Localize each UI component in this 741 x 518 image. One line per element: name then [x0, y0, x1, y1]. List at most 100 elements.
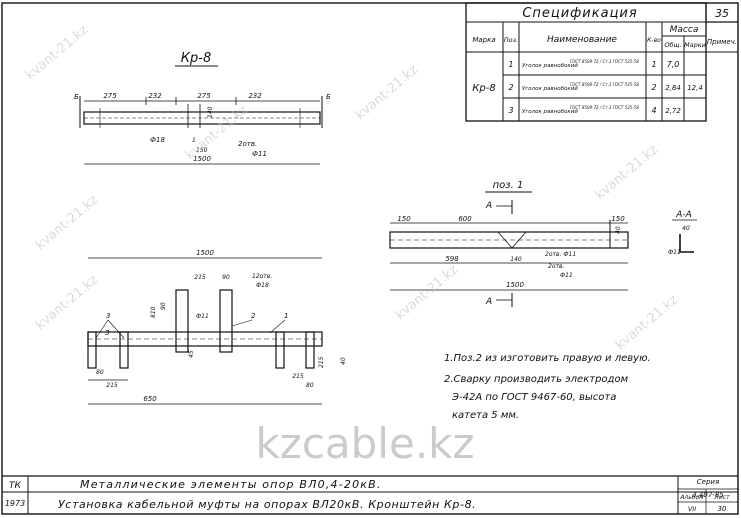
front-label-2: 2: [251, 312, 256, 320]
spec-row-std: ГОСТ 8509-72 / Ст.3 ГОСТ 535-58: [570, 105, 639, 110]
section-mark-right: Б: [326, 93, 331, 101]
pos1-dim-1500: 1500: [506, 281, 524, 289]
spec-row-name: Уголок равнобокий: [522, 109, 578, 115]
note-line: Э-42А по ГОСТ 9467-60, высота: [451, 392, 616, 403]
top-dim-232a: 232: [148, 92, 162, 100]
top-view: Кр-8 Б Б 275 232 275 232 140 Ф18 1 150 2…: [74, 51, 331, 165]
top-label-140: 140: [207, 106, 214, 118]
section-aa-title: А-А: [675, 210, 692, 220]
spec-row-qty: 1: [651, 60, 656, 69]
front-label-3-bottom: 3: [105, 329, 109, 337]
spec-row-poz: 2: [508, 83, 513, 92]
front-dim-1500: 1500: [196, 249, 214, 257]
spec-row-mass: 7,0: [667, 60, 680, 69]
spec-header-mass-total: Общ.: [664, 41, 681, 49]
top-label-150: 150: [196, 147, 208, 154]
watermark-repeat: kvant-21.kz kvant-21.kz kvant-21.kz kvan…: [23, 22, 681, 353]
top-label-f18: Ф18: [150, 136, 165, 144]
seria-value: 3.407-85: [692, 491, 724, 499]
watermark-text: kvant-21.kz: [393, 262, 461, 323]
section-aa-f11: Ф11: [668, 249, 681, 256]
top-dim-1500: 1500: [193, 155, 211, 163]
seria-label: Серия: [697, 478, 719, 486]
specification-table: [465, 2, 739, 122]
spec-mark-mass: 12,4: [687, 84, 703, 92]
pos1-title: поз. 1: [493, 180, 524, 191]
spec-row-name: Уголок равнобокий: [522, 86, 578, 92]
spec-header-qty: К-во: [647, 37, 661, 44]
pos1-label-2otv-f11: 2отв. Ф11: [545, 251, 576, 258]
list-value: 30: [718, 505, 727, 513]
notes: 1.Поз.2 из изготовить правую и левую. 2.…: [444, 353, 651, 421]
top-view-title: Кр-8: [181, 51, 211, 66]
title-line-2: Установка кабельной муфты на опорах ВЛ20…: [58, 498, 476, 511]
front-dim-215b: 215: [106, 382, 118, 389]
pos1-dim-40: 40: [615, 226, 622, 234]
top-label-1: 1: [192, 137, 196, 144]
watermark-text: kvant-21.kz: [353, 62, 421, 123]
spec-header-mass: Масса: [670, 25, 699, 35]
spec-row-poz: 1: [508, 60, 513, 69]
spec-header-poz: Поз.: [504, 36, 518, 44]
pos1-dim-150b: 150: [611, 215, 625, 223]
front-dim-80b: 80: [306, 382, 314, 389]
front-dim-90b: 90: [160, 302, 167, 310]
spec-header-note: Примеч.: [707, 38, 737, 46]
album-label: Альбом: [679, 494, 704, 501]
spec-mark: Кр-8: [472, 83, 495, 94]
pos1-dim-600: 600: [458, 215, 472, 223]
watermark-text: kvant-21.kz: [23, 22, 91, 83]
spec-row-poz: 3: [508, 106, 513, 115]
top-label-f11: Ф11: [252, 150, 267, 158]
front-dim-90a: 90: [222, 274, 230, 281]
pos1-section-mark-bottom: А: [485, 297, 492, 307]
section-aa: А-А 40 Ф11: [668, 210, 697, 256]
section-aa-dim-40: 40: [682, 225, 690, 232]
spec-row-name: Уголок равнобокий: [522, 63, 578, 69]
note-line: катета 5 мм.: [452, 410, 519, 421]
pos1-section-mark-top: А: [485, 201, 492, 211]
front-dim-40: 45: [188, 350, 195, 358]
watermark-main: kzcable.kz: [255, 419, 474, 468]
title-year: 1973: [5, 499, 25, 508]
spec-row-mass: 2,84: [665, 84, 681, 92]
front-dim-215c: 215: [292, 373, 304, 380]
front-view: 1500 215 90 12отв. Ф18 810 90 Ф11 45 3 2…: [87, 249, 347, 405]
list-label: Лист: [713, 494, 730, 501]
spec-row-std: ГОСТ 8509-72 / Ст.3 ГОСТ 535-58: [570, 82, 639, 87]
pos1-label-f11: Ф11: [560, 272, 573, 279]
watermark-text: kvant-21.kz: [33, 272, 101, 333]
front-dim-810: 810: [150, 306, 157, 318]
pos1-label-2otv: 2отв.: [548, 263, 565, 270]
spec-header-mass-mark: Марки: [684, 41, 706, 49]
top-dim-275b: 275: [197, 92, 211, 100]
pos1-dim-598: 598: [445, 255, 459, 263]
spec-row-qty: 4: [651, 106, 656, 115]
front-label-12otv: 12отв.: [252, 273, 272, 280]
spec-row-mass: 2,72: [665, 107, 681, 115]
spec-row-std: ГОСТ 8509-72 / Ст.3 ГОСТ 535-58: [570, 59, 639, 64]
watermark-text: kvant-21.kz: [613, 292, 681, 353]
front-label-f18: Ф18: [256, 282, 269, 289]
front-dim-45: 215: [318, 356, 325, 368]
spec-header-name: Наименование: [547, 35, 617, 45]
album-value: VII: [688, 505, 696, 513]
spec-title: Спецификация: [522, 6, 637, 21]
section-mark-left: Б: [74, 93, 79, 101]
front-dim-180: 40: [340, 357, 347, 365]
front-dim-650: 650: [143, 395, 157, 403]
title-block: [2, 475, 738, 514]
watermark-text: kvant-21.kz: [33, 192, 101, 253]
front-label-f11: Ф11: [196, 313, 209, 320]
front-label-3-left: 3: [106, 312, 110, 320]
top-dim-232b: 232: [248, 92, 262, 100]
title-line-1: Металлические элементы опор ВЛ0,4-20кВ.: [80, 478, 382, 491]
title-code: ТК: [9, 481, 21, 491]
spec-header-marka: Марка: [472, 36, 495, 44]
sheet-number-box: 35: [705, 3, 738, 23]
note-line: 2.Сварку производить электродом: [444, 374, 629, 385]
pos1-view: поз. 1 А 150 600 150 40 598 140 2отв. Ф1…: [389, 180, 629, 307]
watermark-text: kvant-21.kz: [593, 142, 661, 203]
